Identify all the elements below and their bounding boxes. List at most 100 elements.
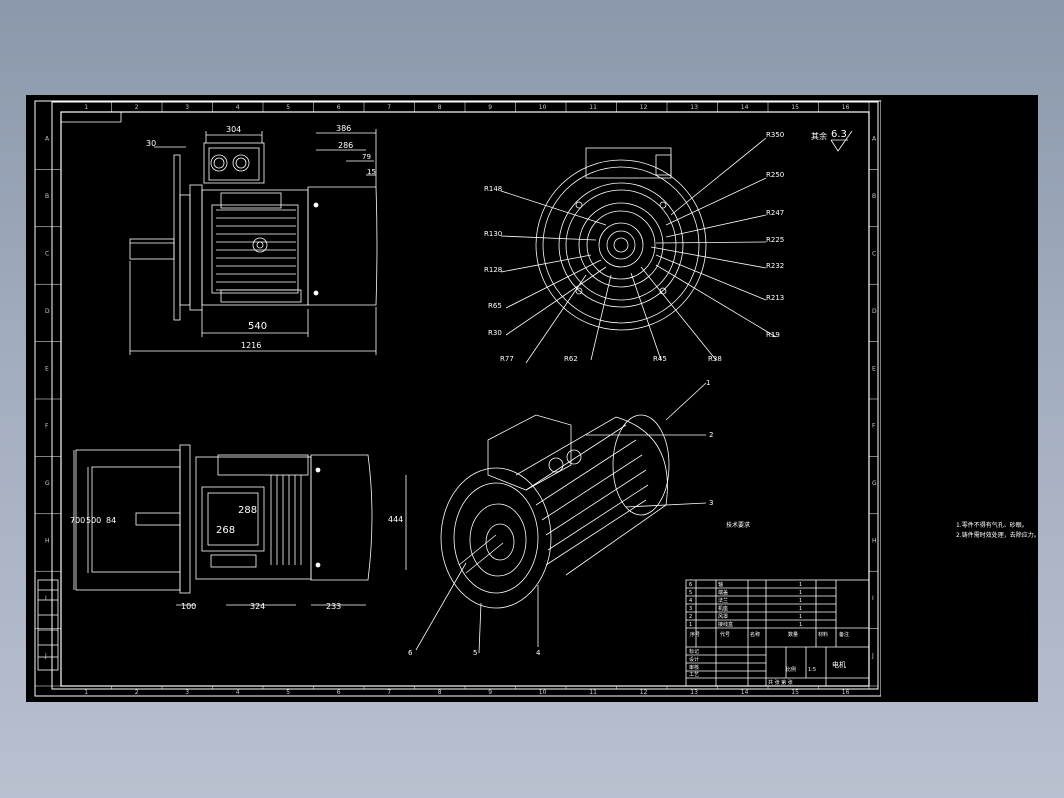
part-qty: 1 [799, 614, 802, 620]
dim-304: 304 [226, 125, 241, 134]
col-label-2: 2 [135, 104, 139, 111]
col-label-5: 5 [286, 104, 290, 111]
row-label-G: G [872, 480, 877, 487]
row-label-J: J [871, 652, 874, 659]
col-label-16: 16 [842, 689, 850, 696]
col-label-13: 13 [690, 104, 698, 111]
dim-268: 268 [216, 525, 235, 536]
col-label-7: 7 [387, 104, 391, 111]
leader-1: 1 [706, 379, 710, 387]
part-qty: 1 [799, 606, 802, 612]
sheet-info: 共 张 第 张 [768, 679, 793, 686]
title-block [685, 579, 870, 687]
col-label-1: 1 [84, 104, 88, 111]
row-check: 审核 [689, 664, 699, 671]
col-label-10: 10 [539, 104, 547, 111]
label-r250: R250 [766, 171, 784, 179]
row-label-I: I [45, 595, 47, 602]
label-r128: R128 [484, 266, 502, 274]
col-label-14: 14 [741, 689, 749, 696]
col-label-11: 11 [589, 689, 597, 696]
sheet-border-inner [51, 101, 879, 690]
label-r232: R232 [766, 262, 784, 270]
dim-100: 100 [181, 602, 196, 611]
part-no: 6 [689, 582, 692, 588]
row-label-D: D [45, 308, 50, 315]
roughness-label: 其余 [811, 131, 827, 141]
col-label-13: 13 [690, 689, 698, 696]
left-stamp-boxes [37, 579, 59, 671]
part-qty: 1 [799, 590, 802, 596]
col-label-7: 7 [387, 689, 391, 696]
cooling-fins [216, 209, 296, 291]
row-label-A: A [872, 136, 877, 143]
iso-view [415, 382, 707, 654]
iso-view-labels: 1 2 3 4 5 6 技术要求 1.零件不得有气孔、砂眼。 2.铸件需时效处理… [408, 379, 1040, 657]
row-label-J: J [44, 652, 47, 659]
dim-233: 233 [326, 602, 341, 611]
label-r77: R77 [500, 355, 514, 363]
row-label-F: F [872, 423, 876, 430]
header-name: 名称 [750, 631, 760, 638]
label-r225: R225 [766, 236, 784, 244]
part-name: 风罩 [718, 614, 728, 620]
sheet-border-outer [34, 100, 882, 697]
label-r130: R130 [484, 230, 502, 238]
part-name: 轴 [718, 581, 723, 588]
top-view-dims: 304 30 386 286 79 15 540 1216 [146, 124, 376, 350]
dim-286: 286 [338, 141, 353, 150]
col-label-11: 11 [589, 104, 597, 111]
tech-requirements-label: 技术要求 [726, 521, 750, 529]
dim-1216: 1216 [241, 341, 261, 350]
row-label-H: H [872, 538, 877, 545]
part-no: 3 [689, 606, 692, 612]
row-label-I: I [872, 595, 874, 602]
row-label-E: E [872, 365, 876, 372]
col-label-9: 9 [488, 689, 492, 696]
header-material: 材料 [818, 631, 828, 638]
col-label-9: 9 [488, 104, 492, 111]
col-label-12: 12 [640, 689, 648, 696]
leader-6: 6 [408, 649, 413, 657]
header-no: 序号 [690, 631, 700, 638]
dim-386: 386 [336, 124, 351, 133]
col-label-2: 2 [135, 689, 139, 696]
note-1: 1.零件不得有气孔、砂眼。 [956, 521, 1028, 529]
row-label-C: C [872, 251, 876, 258]
dim-444: 444 [388, 515, 403, 524]
row-label-B: B [872, 193, 876, 200]
label-r45: R45 [653, 355, 667, 363]
label-r247: R247 [766, 209, 784, 217]
col-label-10: 10 [539, 689, 547, 696]
label-r38: R38 [708, 355, 722, 363]
part-name: 端盖 [718, 589, 728, 596]
col-label-3: 3 [185, 689, 189, 696]
part-qty: 1 [799, 598, 802, 604]
leader-4: 4 [536, 649, 541, 657]
label-r19: R19 [766, 331, 780, 339]
dim-324: 324 [250, 602, 265, 611]
row-label-E: E [45, 365, 49, 372]
label-r148: R148 [484, 185, 502, 193]
side-view-dims: 700 500 84 288 268 444 100 324 233 [70, 505, 403, 611]
side-view [73, 444, 407, 606]
roughness-value: 6.3 [831, 129, 847, 140]
front-view [500, 130, 853, 364]
col-label-15: 15 [791, 689, 799, 696]
row-label-G: G [45, 480, 50, 487]
side-fins [270, 475, 302, 565]
dim-79: 79 [362, 153, 371, 161]
part-no: 1 [689, 622, 692, 628]
part-qty: 1 [799, 622, 802, 628]
part-no: 2 [689, 614, 692, 620]
col-label-14: 14 [741, 104, 749, 111]
col-label-12: 12 [640, 104, 648, 111]
col-label-5: 5 [286, 689, 290, 696]
dim-540: 540 [248, 321, 267, 332]
part-name: 接线盒 [718, 621, 733, 628]
row-process: 工艺 [689, 672, 699, 678]
row-label-H: H [45, 538, 50, 545]
